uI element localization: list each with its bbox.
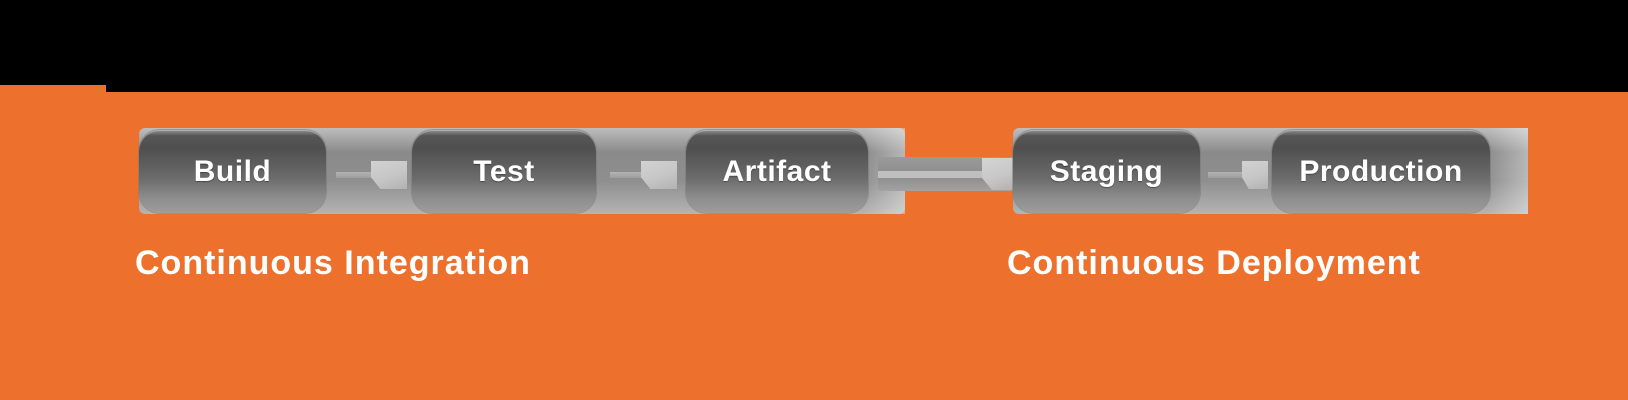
- connector-arrow-icon: [982, 158, 1015, 190]
- ci-to-cd-connector: [878, 157, 1015, 191]
- connector-shaft: [878, 171, 990, 178]
- flow-arrow-icon: [1242, 161, 1268, 189]
- orange-banner-step: [0, 85, 106, 93]
- stage-build: Build: [139, 130, 326, 213]
- flow-arrow-shaft: [1208, 172, 1246, 178]
- cd-group-label: Continuous Deployment: [1007, 244, 1421, 282]
- flow-arrow-icon: [641, 161, 677, 189]
- stage-test: Test: [412, 130, 596, 213]
- stage-staging: Staging: [1013, 130, 1200, 213]
- flow-arrow-shaft: [610, 172, 648, 178]
- track-end-fade: [1486, 128, 1528, 214]
- stage-production: Production: [1272, 130, 1490, 213]
- stage-artifact: Artifact: [686, 130, 868, 213]
- flow-arrow-shaft: [336, 172, 376, 178]
- flow-arrow-icon: [371, 161, 407, 189]
- ci-group-label: Continuous Integration: [135, 244, 531, 282]
